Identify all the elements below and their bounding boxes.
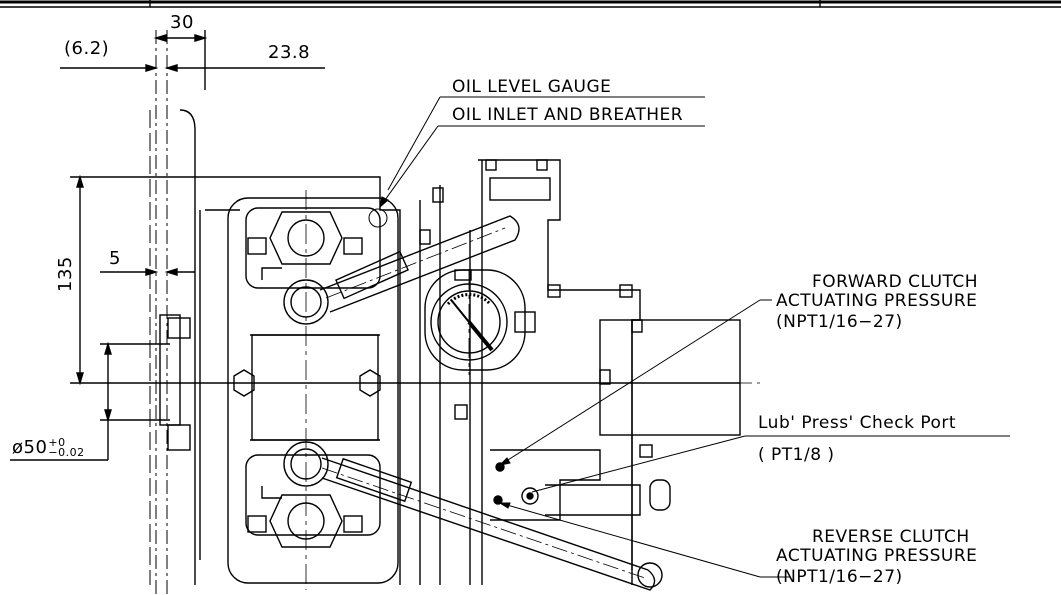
- callout-reverse-clutch-3: (NPT1/16−27): [776, 567, 903, 587]
- callout-forward-clutch-1: FORWARD CLUTCH: [812, 272, 979, 292]
- callout-forward-clutch-3: (NPT1/16−27): [776, 312, 903, 332]
- flange-plate: [149, 109, 240, 585]
- diameter-tolerance: +0−0.02: [48, 436, 85, 459]
- dimension-top-right: 23.8: [268, 42, 311, 63]
- callout-oil-inlet-breather: OIL INLET AND BREATHER: [452, 105, 684, 125]
- height-dimension: [10, 174, 740, 461]
- callout-oil-level-gauge: OIL LEVEL GAUGE: [452, 77, 612, 97]
- dimension-top-offset: (6.2): [64, 38, 110, 59]
- dimension-diameter: ø50+0−0.02: [12, 436, 85, 459]
- dimension-height: 135: [55, 256, 76, 292]
- centerlines: [120, 190, 760, 590]
- callout-forward-clutch-2: ACTUATING PRESSURE: [776, 291, 978, 311]
- upper-pipe: [319, 215, 520, 313]
- pressure-gauge: [424, 269, 536, 371]
- lower-pipe: [321, 457, 663, 591]
- callout-reverse-clutch-2: ACTUATING PRESSURE: [776, 546, 978, 566]
- callout-reverse-clutch-1: REVERSE CLUTCH: [812, 527, 970, 547]
- valve-block: [419, 159, 741, 585]
- dimension-top-width: 30: [170, 12, 194, 33]
- leader-lines: [368, 96, 1010, 578]
- top-dimensions: [60, 30, 325, 595]
- dimension-gap: 5: [109, 248, 121, 269]
- title-strip: [0, 0, 1061, 8]
- main-housing: [227, 176, 401, 585]
- tolerance-upper: +0: [48, 436, 66, 449]
- diameter-value: ø50: [12, 437, 48, 458]
- callout-lub-check-port: Lub' Press' Check Port: [758, 413, 957, 433]
- tolerance-lower: −0.02: [48, 446, 85, 459]
- callout-lub-port-size: ( PT1/8 ): [758, 445, 835, 465]
